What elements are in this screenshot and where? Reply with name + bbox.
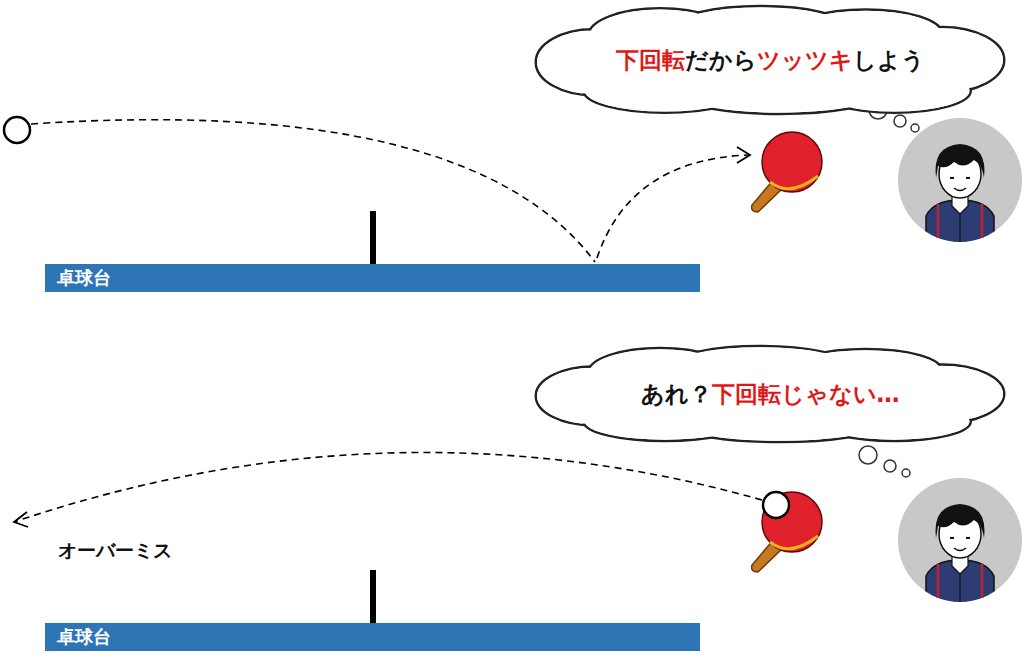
- person-icon: [926, 144, 994, 250]
- ball-trajectory: [597, 155, 748, 258]
- thought-dot: [884, 460, 896, 472]
- miss-label: オーバーミス: [58, 538, 172, 564]
- thought-dot: [859, 446, 877, 464]
- person-icon: [898, 118, 1022, 250]
- thought-text: だから: [685, 45, 757, 76]
- net: [370, 570, 376, 623]
- table-label: 卓球台: [45, 626, 111, 647]
- thought-text: 下回転: [616, 45, 685, 76]
- person-icon: [926, 504, 994, 610]
- ball-trajectory: [31, 120, 595, 262]
- person-icon: [959, 214, 960, 250]
- person-icon: [959, 574, 960, 610]
- person-icon: [954, 188, 966, 191]
- person-icon: [950, 537, 970, 539]
- person-icon: [898, 478, 1022, 610]
- thought-text: しよう: [853, 45, 925, 76]
- ball: [4, 117, 30, 143]
- person-icon: [950, 177, 970, 179]
- arrow-head: [737, 147, 750, 163]
- net: [370, 211, 376, 264]
- bubble-text: あれ？下回転じゃない…: [528, 342, 1012, 446]
- bubble-text: 下回転だからツッツキしよう: [528, 2, 1012, 118]
- thought-bubble: 下回転だからツッツキしよう: [528, 2, 1012, 118]
- ball-trajectory: [14, 452, 762, 522]
- person-icon: [936, 504, 985, 538]
- thought-bubble: あれ？下回転じゃない…: [528, 342, 1012, 446]
- table-label: 卓球台: [45, 267, 111, 288]
- racket: [752, 492, 822, 572]
- thought-dot: [894, 115, 906, 127]
- thought-text: あれ？: [641, 379, 712, 410]
- thought-dot: [911, 124, 919, 132]
- racket: [762, 492, 822, 552]
- racket: [770, 536, 818, 549]
- racket: [762, 132, 822, 192]
- thought-dot: [902, 469, 910, 477]
- ball: [763, 492, 789, 518]
- cloud-fill: [590, 26, 951, 94]
- racket: [770, 176, 818, 189]
- thought-text: ツッツキ: [757, 45, 853, 76]
- table-band: 卓球台: [45, 264, 700, 292]
- arrow-head: [14, 512, 28, 527]
- person-icon: [954, 548, 966, 551]
- racket: [752, 132, 822, 212]
- cloud-fill: [590, 364, 951, 424]
- person-icon: [936, 144, 985, 178]
- thought-text: 下回転じゃない…: [712, 379, 900, 410]
- table-band: 卓球台: [45, 623, 700, 651]
